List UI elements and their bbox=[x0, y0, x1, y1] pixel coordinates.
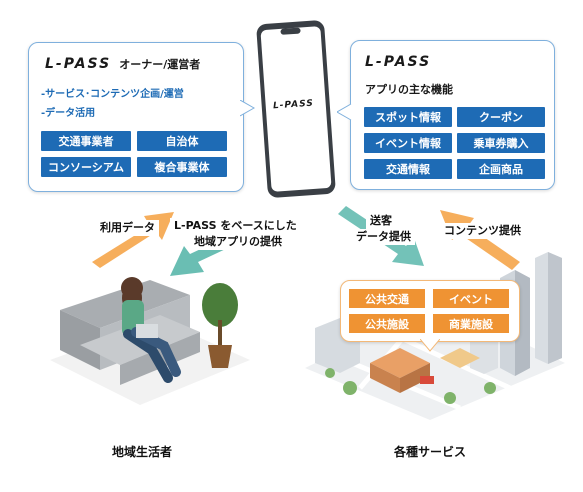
feature-chip: クーポン bbox=[457, 107, 545, 127]
owner-line-1: -サービス･コンテンツ企画/運営 bbox=[41, 89, 184, 100]
services-callout-pointer bbox=[420, 339, 440, 352]
service-chip: イベント bbox=[433, 289, 509, 308]
content-label: コンテンツ提供 bbox=[440, 223, 525, 239]
owner-chip: 交通事業者 bbox=[41, 131, 131, 151]
services-callout: 公共交通 イベント 公共施設 商業施設 bbox=[340, 280, 520, 342]
regional-app-label-2: 地域アプリの提供 bbox=[190, 234, 286, 250]
customer-data-label-2: データ提供 bbox=[352, 229, 415, 245]
owner-callout-pointer bbox=[240, 100, 256, 117]
resident-illustration bbox=[50, 277, 250, 405]
features-callout-pointer bbox=[337, 104, 352, 121]
owner-title: オーナー/運営者 bbox=[119, 58, 201, 71]
owner-callout: L-PASS オーナー/運営者 -サービス･コンテンツ企画/運営 -データ活用 … bbox=[28, 42, 244, 192]
customer-data-label-1: 送客 bbox=[366, 213, 396, 229]
smartphone-illustration bbox=[256, 20, 336, 198]
residents-caption: 地域生活者 bbox=[112, 445, 173, 459]
owner-chip: 自治体 bbox=[137, 131, 227, 151]
service-chip: 公共交通 bbox=[349, 289, 425, 308]
service-chip: 公共施設 bbox=[349, 314, 425, 333]
service-chip: 商業施設 bbox=[433, 314, 509, 333]
feature-chip: 企画商品 bbox=[457, 159, 545, 179]
owner-chip: コンソーシアム bbox=[41, 157, 131, 177]
owner-chip: 複合事業体 bbox=[137, 157, 227, 177]
features-brand: L-PASS bbox=[365, 54, 432, 70]
regional-app-label-1: L-PASS をベースにした bbox=[170, 218, 301, 234]
services-caption: 各種サービス bbox=[394, 445, 467, 459]
features-subtitle: アプリの主な機能 bbox=[365, 83, 453, 96]
features-callout: L-PASS アプリの主な機能 スポット情報 クーポン イベント情報 乗車券購入… bbox=[350, 40, 555, 190]
owner-brand: L-PASS bbox=[45, 56, 112, 72]
feature-chip: 乗車券購入 bbox=[457, 133, 545, 153]
usage-data-label: 利用データ bbox=[96, 220, 159, 236]
feature-chip: スポット情報 bbox=[364, 107, 452, 127]
owner-line-2: -データ活用 bbox=[41, 108, 96, 119]
feature-chip: 交通情報 bbox=[364, 159, 452, 179]
feature-chip: イベント情報 bbox=[364, 133, 452, 153]
